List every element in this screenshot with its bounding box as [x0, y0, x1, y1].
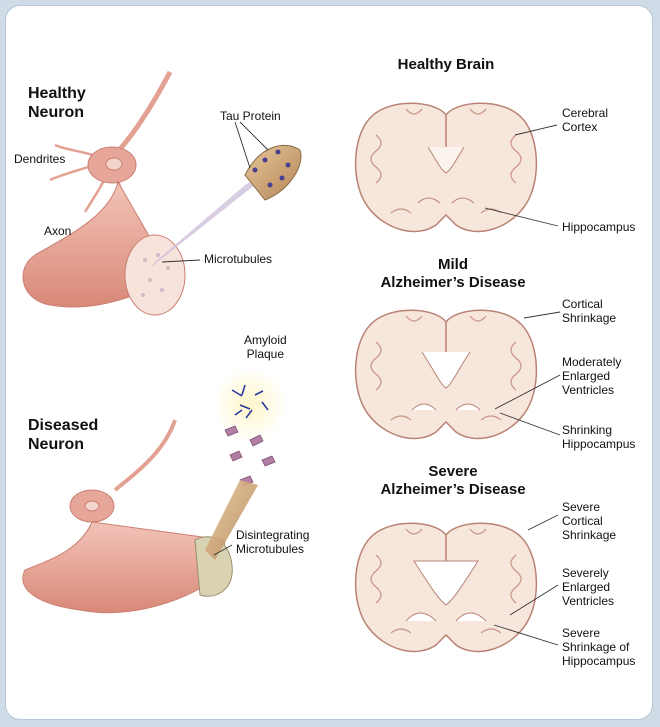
label-microtubules: Microtubules: [204, 252, 273, 266]
label-cerebral-cortex: Cerebral Cortex: [562, 106, 609, 134]
label-severe-shrinkage-hippocampus: Severe Shrinkage of Hippocampus: [562, 626, 636, 668]
healthy-brain-title: Healthy Brain: [397, 56, 495, 73]
severe-brain-drawing: [354, 522, 538, 653]
label-shrinking-hippocampus: Shrinking Hippocampus: [562, 423, 636, 451]
healthy-neuron-title: Healthy Neuron: [28, 85, 86, 121]
label-tau-protein: Tau Protein: [220, 109, 281, 123]
label-severe-cortical-shrinkage: Severe Cortical Shrinkage: [562, 500, 617, 542]
diseased-neuron-title: Diseased Neuron: [28, 417, 99, 453]
healthy-neuron-drawing: [22, 70, 302, 316]
label-dendrites: Dendrites: [14, 152, 66, 166]
label-disintegrating-microtubules: Disintegrating Microtubules: [236, 528, 310, 556]
label-moderately-enlarged-ventricles: Moderately Enlarged Ventricles: [562, 355, 622, 397]
diseased-neuron-drawing: [22, 367, 288, 614]
healthy-brain-drawing: [354, 102, 538, 233]
mild-brain-drawing: [354, 309, 538, 440]
severe-alzheimers-title: Severe Alzheimer’s Disease: [380, 463, 526, 498]
label-severely-enlarged-ventricles: Severely Enlarged Ventricles: [562, 566, 615, 608]
label-cortical-shrinkage: Cortical Shrinkage: [562, 297, 617, 325]
label-amyloid-plaque: Amyloid Plaque: [244, 333, 287, 361]
label-hippocampus: Hippocampus: [562, 220, 636, 234]
mild-alzheimers-title: Mild Alzheimer’s Disease: [380, 256, 526, 291]
label-axon: Axon: [44, 224, 72, 238]
